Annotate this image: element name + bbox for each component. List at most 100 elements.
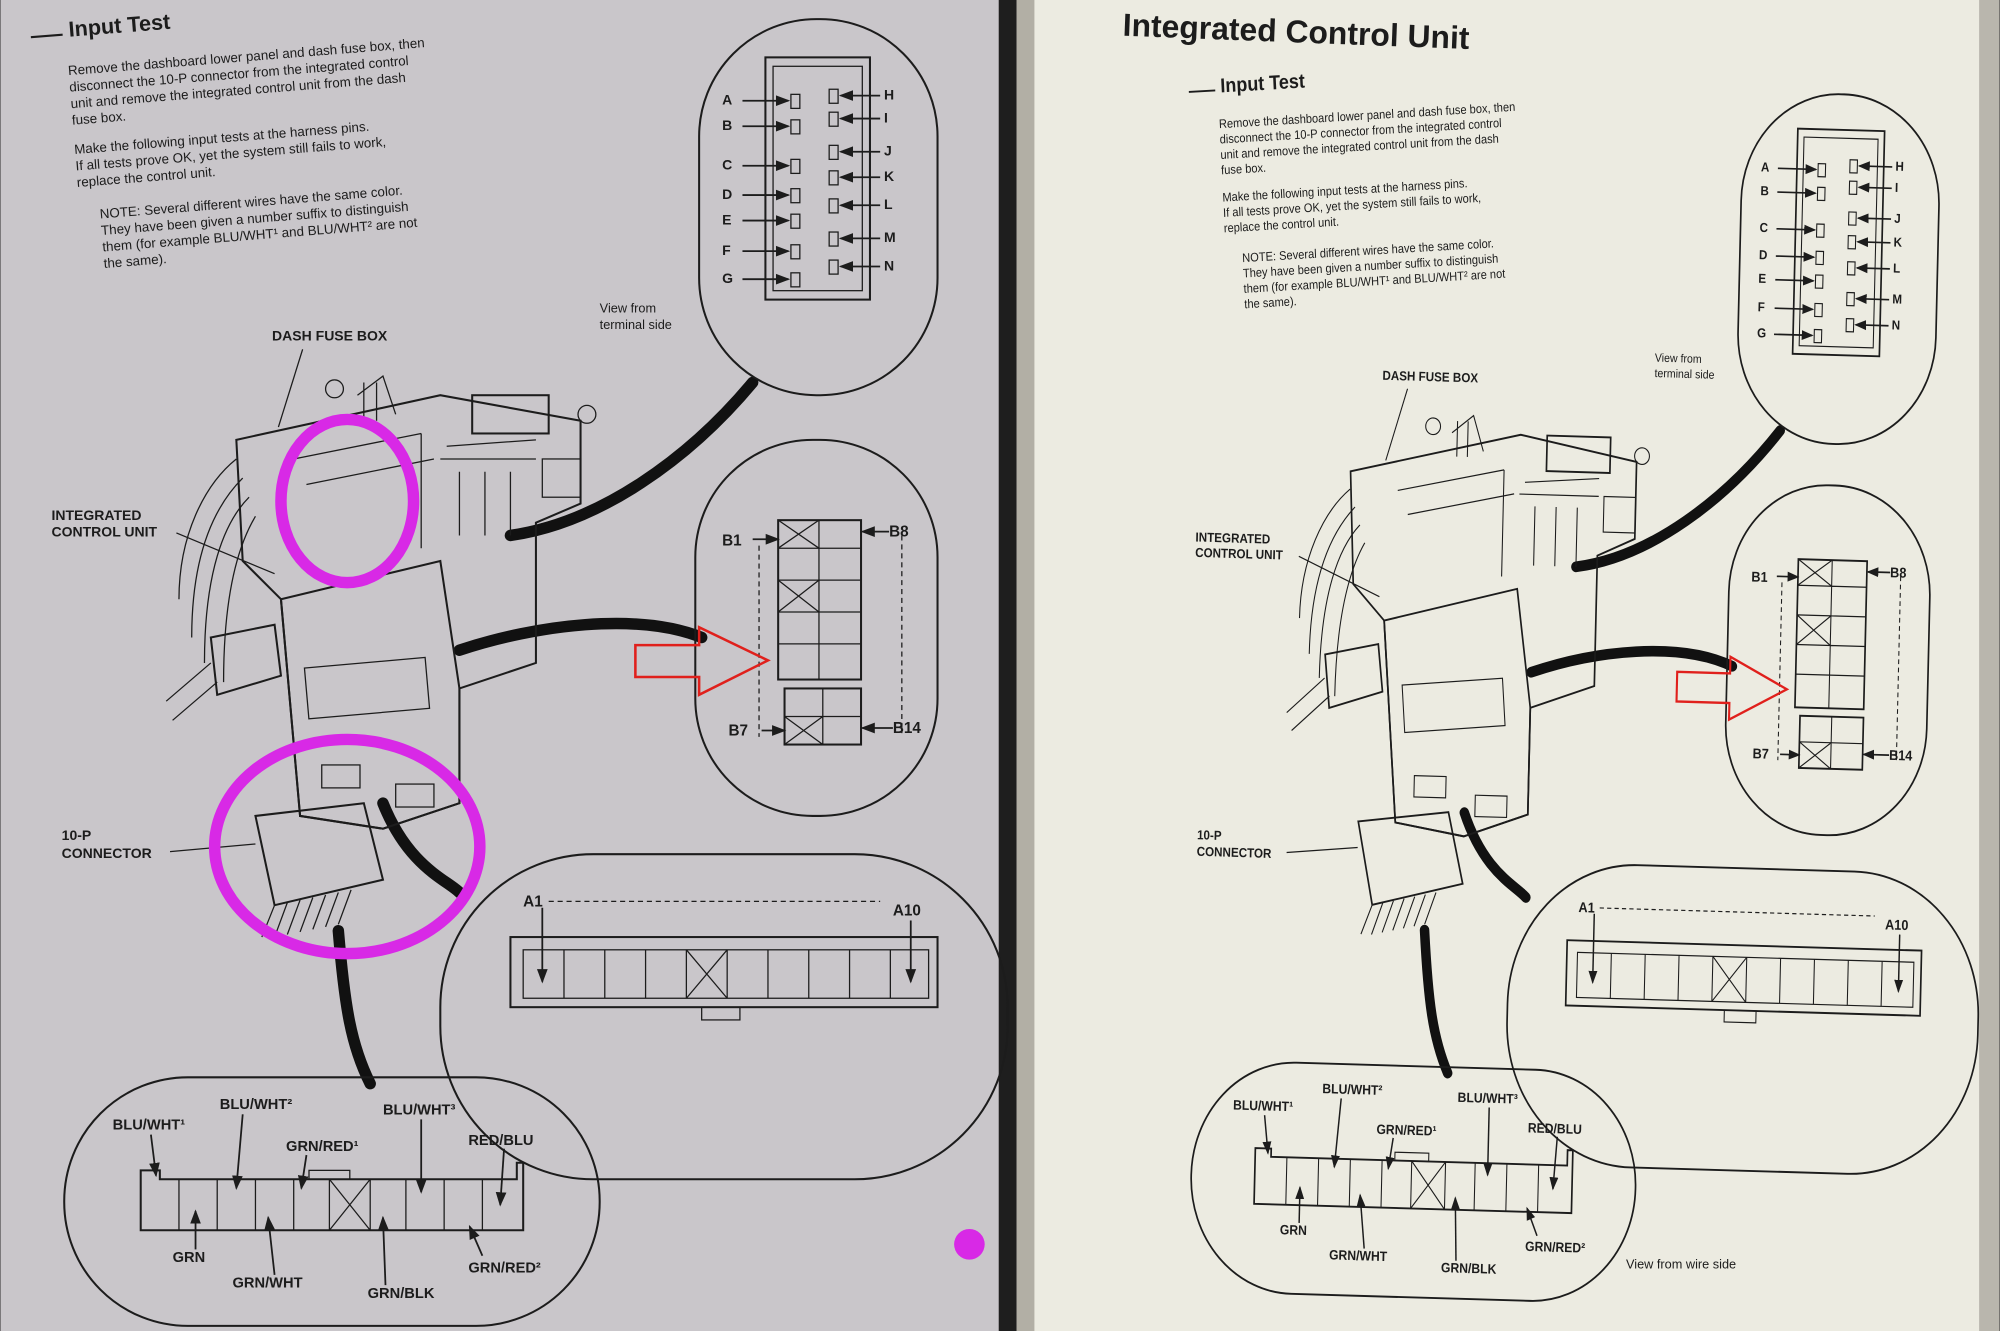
pin-arrow	[1857, 161, 1893, 172]
integrated-control-unit-drawing	[1286, 414, 1650, 935]
harness-wire	[453, 617, 708, 656]
pin-cavity	[1847, 235, 1857, 250]
paragraph-line: replace the control unit.	[1224, 215, 1340, 235]
wire-label: GRN/BLK	[368, 1286, 435, 1302]
ten-p-connector-label: CONNECTOR	[62, 845, 152, 861]
pin-cavity	[1813, 328, 1823, 344]
wire-label: GRN/RED¹	[1376, 1121, 1436, 1139]
pin-cavity	[1845, 317, 1855, 333]
pin-cavity	[790, 272, 801, 288]
pin-cavity	[790, 158, 801, 175]
pin-b1-label: B1	[722, 533, 742, 550]
pin-label-e: E	[1758, 271, 1766, 286]
pin-label-g: G	[722, 270, 733, 286]
section-title: Input Test	[1220, 71, 1306, 98]
red-arrow-annotation	[634, 625, 771, 697]
wire-label: BLU/WHT¹	[113, 1118, 186, 1134]
wire-side-view-label: View from wire side	[1626, 1257, 1736, 1272]
view-label: View from	[600, 300, 656, 315]
pin-label-f: F	[722, 242, 731, 258]
pin-label-h: H	[1895, 159, 1904, 174]
note-line: the same).	[1244, 295, 1297, 312]
dash-fuse-box-label: DASH FUSE BOX	[272, 327, 388, 343]
note-line: the same).	[103, 251, 167, 271]
pin-label-m: M	[1892, 292, 1902, 307]
pin-cavity	[828, 111, 839, 127]
book-gutter	[1016, 0, 1035, 1331]
harness-wire	[1459, 807, 1531, 903]
wire-label: GRN/RED²	[1525, 1238, 1586, 1256]
pin-cavity	[1848, 211, 1857, 226]
pin-cavity	[1849, 159, 1859, 174]
photo-divider	[998, 0, 1017, 1331]
pin-b14-label: B14	[1889, 747, 1913, 764]
pin-cavity	[828, 170, 839, 186]
b-connector-balloon: B1 B8 B7 B14	[1724, 484, 1931, 837]
integrated-control-unit-drawing	[165, 375, 597, 938]
pin-arrow	[1775, 275, 1815, 286]
view-label: View from	[1655, 352, 1702, 366]
wire-label: GRN/RED¹	[286, 1139, 359, 1155]
pin-cavity	[1814, 274, 1824, 289]
pin-arrow	[1855, 263, 1890, 274]
pin-cavity	[828, 259, 839, 275]
pin-cavity	[1815, 223, 1825, 238]
wire-label: GRN/WHT	[233, 1276, 303, 1292]
pin-label-k: K	[1893, 235, 1902, 250]
wire-label: BLU/WHT²	[220, 1097, 293, 1113]
wire-label: GRN/BLK	[1441, 1260, 1497, 1277]
pin-arrow	[1854, 294, 1890, 305]
pin-cavity	[1815, 250, 1825, 266]
pin-cavity	[828, 144, 839, 161]
wire-label: RED/BLU	[1528, 1120, 1582, 1137]
left-page-photo	[0, 0, 1003, 1331]
wire-label: GRN	[173, 1250, 206, 1266]
pin-cavity	[790, 244, 801, 260]
magenta-annotations	[208, 413, 985, 1260]
page-edges	[1979, 0, 2000, 1331]
pin-label-l: L	[1893, 261, 1901, 276]
pin-arrow	[1777, 187, 1817, 198]
pin-a10-label: A10	[1885, 917, 1909, 934]
pin-a1-label: A1	[523, 893, 543, 910]
icu-label: CONTROL UNIT	[51, 524, 157, 540]
pin-label-c: C	[1759, 220, 1768, 235]
dash-fuse-box-label: DASH FUSE BOX	[1382, 368, 1479, 386]
pin-label-c: C	[722, 157, 732, 173]
pin-arrow	[1856, 213, 1892, 224]
wire-side-connector-balloon: BLU/WHT¹ BLU/WHT² BLU/WHT³ GRN/RED¹ RED/…	[1190, 1061, 1637, 1302]
pin-label-i: I	[1895, 180, 1899, 195]
pin-arrow	[1773, 330, 1814, 341]
ten-p-connector-label: CONNECTOR	[1196, 844, 1271, 861]
highlight-circle	[275, 413, 420, 589]
icu-label: INTEGRATED	[1195, 530, 1270, 547]
pin-arrow	[1776, 224, 1817, 235]
pin-b7-label: B7	[1752, 746, 1769, 762]
pin-arrow	[1857, 182, 1892, 193]
paragraph-line: fuse box.	[1221, 161, 1267, 177]
harness-wire	[1571, 425, 1785, 573]
pin-label-d: D	[722, 186, 732, 202]
wire-label: GRN/RED²	[468, 1260, 541, 1276]
highlight-circle	[208, 733, 486, 960]
pin-label-a: A	[722, 92, 732, 108]
harness-wire	[1419, 924, 1453, 1079]
a-connector-balloon: A1 A10	[439, 853, 1009, 1181]
pin-b8-label: B8	[889, 524, 909, 541]
pin-cavity	[828, 198, 839, 214]
icu-label: CONTROL UNIT	[1195, 545, 1283, 562]
ten-p-connector-label: 10-P	[62, 827, 92, 843]
annotation-dot	[954, 1229, 985, 1260]
pin-label-a: A	[1761, 160, 1770, 175]
pin-label-j: J	[1894, 211, 1901, 226]
wire-label: GRN/WHT	[1329, 1247, 1388, 1265]
pin-a10-label: A10	[893, 902, 921, 919]
pin-label-i: I	[884, 109, 888, 125]
b-connector-balloon: B1 B8 B7 B14	[694, 438, 939, 817]
pin-arrow	[1856, 237, 1891, 248]
paragraph-line: fuse box.	[71, 109, 126, 128]
wire-label: BLU/WHT¹	[1233, 1097, 1293, 1115]
pin-cavity	[1846, 291, 1855, 307]
